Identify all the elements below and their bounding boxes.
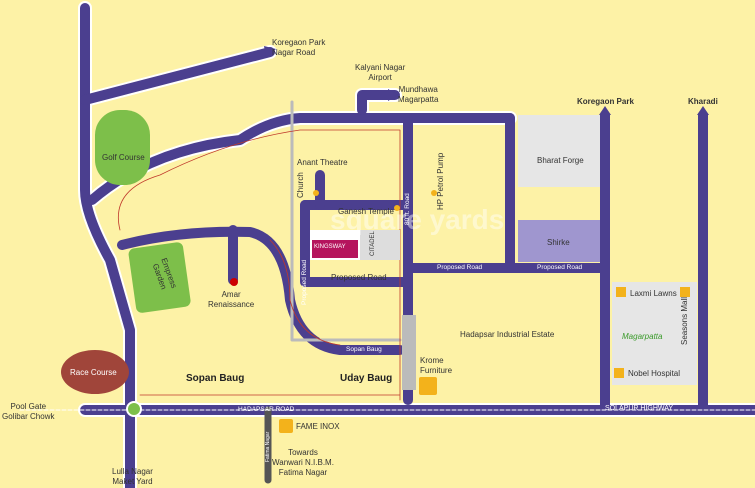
kingsway-logo <box>312 240 358 258</box>
label-anant-theatre: Anant Theatre <box>297 158 348 167</box>
label-fame-inox: FAME INOX <box>296 422 340 431</box>
label-laxmi-lawns: Laxmi Lawns <box>630 289 677 298</box>
empress-garden-area <box>128 242 191 313</box>
main-roads <box>80 3 755 488</box>
label-hadapsar-road: HADAPSAR ROAD <box>238 406 295 413</box>
label-ganesh-temple: Ganesh Temple <box>338 207 394 216</box>
label-proposed-road-2: Proposed Road <box>437 264 483 271</box>
label-fatima-nagar-road: Fatima Nagar <box>265 431 271 462</box>
label-proposed-road-3: Proposed Road <box>537 264 583 271</box>
label-kalyani-nagar: Kalyani Nagar Airport <box>355 63 406 82</box>
golf-course-area <box>95 110 150 185</box>
label-amar-renaissance: Amar Renaissance <box>208 290 255 309</box>
label-hp-petrol-pump: HP Petrol Pump <box>436 152 445 210</box>
label-church: Church <box>296 172 305 198</box>
label-hadapsar-industrial: Hadapsar Industrial Estate <box>460 330 555 339</box>
race-course-area <box>61 350 129 394</box>
label-golf-course: Golf Course <box>102 153 145 162</box>
label-sopan-baug-road: Sopan Baug <box>346 346 382 353</box>
label-lulla-nagar: Lulla Nagar Maket Yard <box>112 467 153 486</box>
label-proposed-road-vertical: Proposed Road <box>301 259 308 305</box>
label-koregaon-nagar-road: Koregaon Park Nagar Road <box>272 38 326 57</box>
label-kharadi: Kharadi <box>688 97 718 106</box>
label-towards: Towards Wanwari N.I.B.M. Fatima Nagar <box>272 448 334 477</box>
label-sopan-baug: Sopan Baug <box>186 373 245 384</box>
label-solapur-highway: SOLAPUR HIGHWAY <box>605 405 674 412</box>
label-bharat-forge: Bharat Forge <box>537 156 584 165</box>
label-uday-baug: Uday Baug <box>340 373 393 384</box>
label-race-course: Race Course <box>70 368 117 377</box>
watermark: square yards <box>330 204 505 235</box>
label-mundhawa: Mundhawa Magarpatta <box>398 85 439 104</box>
label-magarpatta: Magarpatta <box>622 332 663 341</box>
label-seasons-mall: Seasons Mall <box>680 296 689 345</box>
project-logo-text: KINGSWAY <box>314 244 346 250</box>
label-krome-furniture: Krome Furniture <box>420 356 453 375</box>
label-shirke: Shirke <box>547 238 570 247</box>
label-koregaon-park: Koregaon Park <box>577 97 634 106</box>
label-pool-gate: Pool Gate Golibar Chowk <box>2 402 55 421</box>
label-proposed-road-1: Proposed Road <box>331 273 387 282</box>
label-nobel-hospital: Nobel Hospital <box>628 369 681 378</box>
